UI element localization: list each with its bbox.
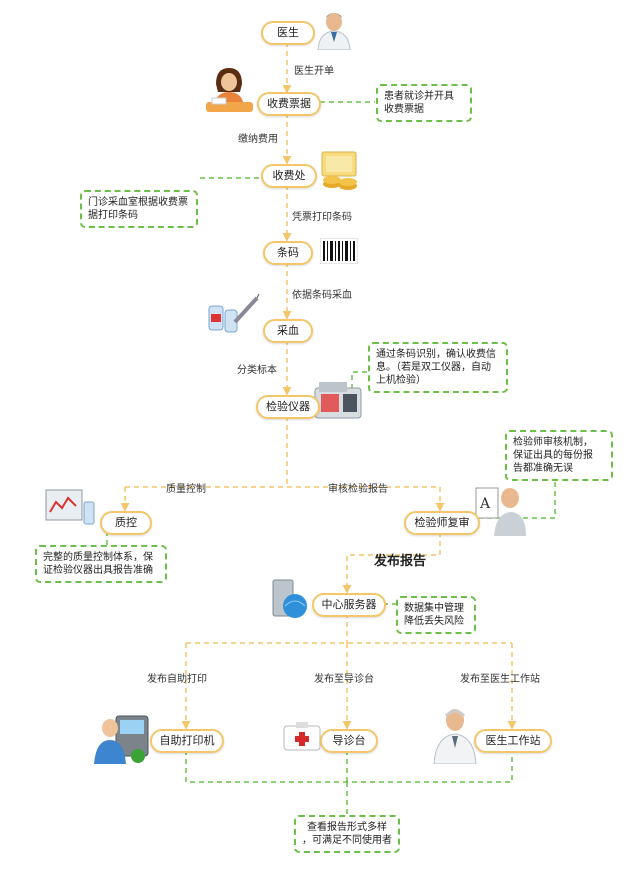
reviewer-icon: A [475,487,526,536]
cashier-woman-icon [206,68,253,112]
note-scan: 通过条码识别，确认收费信息。（若是双工仪器，自动上机检验） [368,342,508,393]
node-fee-receipt: 收费票据 [257,92,321,116]
node-instrument: 检验仪器 [256,395,320,419]
lab-instrument-icon [314,382,362,419]
node-server: 中心服务器 [312,593,386,617]
edge-label-quality-control: 质量控制 [166,484,206,495]
note-view: 查看报告形式多样，可满足不同使用者 [294,815,400,853]
edge-review-server [342,532,441,594]
node-selfprint: 自助打印机 [150,729,224,753]
edge-label-publish-guide: 发布至导诊台 [314,674,374,685]
note-patient: 患者就诊并开具收费票据 [376,84,472,122]
note-qc: 完整的质量控制体系，保证检验仪器出具报告准确 [35,545,167,583]
edge-label-classify: 分类标本 [237,365,277,376]
edge-label-publish-selfprint: 发布自助打印 [147,674,207,685]
syringe-vials-icon [208,293,260,333]
self-print-kiosk-icon [94,715,149,764]
note-server: 数据集中管理降低丢失风险 [396,596,476,634]
node-guide: 导诊台 [320,729,378,753]
edge-label-collect-blood: 依据条码采血 [292,290,352,301]
senior-doctor-icon [433,709,477,764]
barcode-icon [320,238,358,264]
server-globe-icon [272,579,307,618]
svg-text:A: A [479,496,491,512]
qc-monitor-icon [45,489,95,525]
node-blood: 采血 [263,319,313,343]
node-qc: 质控 [100,511,152,535]
first-aid-box-icon [283,722,321,751]
edge-label-pay-fee: 缴纳费用 [238,134,278,145]
note-clinic: 门诊采血室根据收费票据打印条码 [80,190,198,228]
node-workstation: 医生工作站 [474,729,552,753]
node-doctor: 医生 [261,21,315,45]
node-review: 检验师复审 [404,511,480,535]
edge-label-publish-report: 发布报告 [374,554,427,569]
edge-label-print-barcode: 凭票打印条码 [292,212,352,223]
doctor-icon [317,13,351,50]
note-review: 检验师审核机制，保证出具的每份报告都准确无误 [505,430,613,481]
edge-label-doctor-order: 医生开单 [294,66,334,77]
money-icon [321,151,357,190]
edge-label-review-report: 审核检验报告 [328,484,388,495]
node-cashier: 收费处 [261,164,317,188]
node-barcode: 条码 [263,241,313,265]
edge-label-publish-workstation: 发布至医生工作站 [460,674,540,685]
